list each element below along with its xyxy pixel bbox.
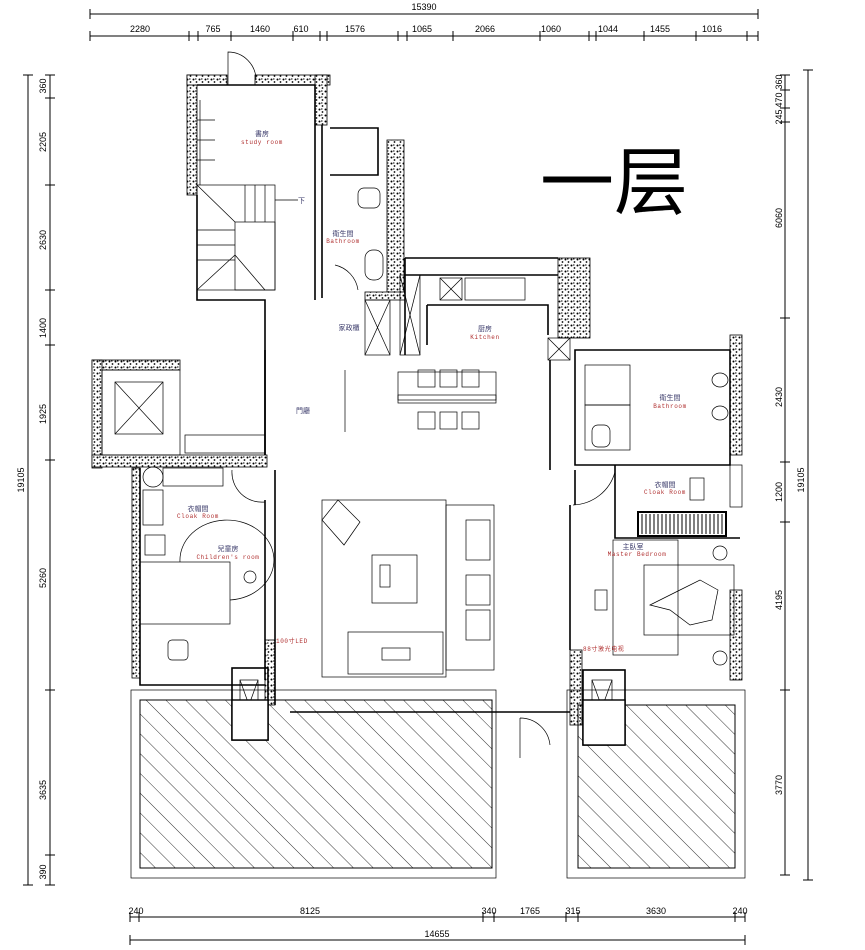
- bottom-dimensions: 240 8125 340 1765 315 3630 240 14655: [128, 906, 748, 945]
- label-study-zh: 書房: [255, 129, 269, 138]
- label-cloak-left-en: Cloak Room: [177, 513, 219, 520]
- dim-right-total: 19105: [796, 467, 806, 492]
- dim-label: 1576: [345, 24, 365, 34]
- label-kitchen-en: Kitchen: [470, 334, 499, 341]
- label-cloak-left-zh: 衣帽間: [188, 504, 209, 513]
- dim-label: 3635: [38, 780, 48, 800]
- staircase: [196, 100, 298, 291]
- dim-label: 2280: [130, 24, 150, 34]
- label-bathroom2-en: Bathroom: [653, 403, 687, 410]
- label-bathroom1-en: Bathroom: [326, 238, 360, 245]
- terraces: [130, 689, 746, 879]
- dim-label: 610: [293, 24, 308, 34]
- dim-label: 340: [481, 906, 496, 916]
- label-master-en: Master Bedroom: [608, 551, 667, 558]
- elevator: [101, 369, 266, 456]
- dining-chair: [461, 369, 480, 388]
- dim-label: 765: [205, 24, 220, 34]
- dim-label: 1765: [520, 906, 540, 916]
- dim-label: 240: [128, 906, 143, 916]
- dim-label: 1925: [38, 404, 48, 424]
- label-study-en: study room: [241, 139, 283, 146]
- dim-label: 1065: [412, 24, 432, 34]
- dim-label: 6060: [774, 208, 784, 228]
- label-children-zh: 兒童房: [218, 544, 239, 553]
- dim-label: 1044: [598, 24, 618, 34]
- dim-label: 470: [774, 92, 784, 107]
- dim-label: 1400: [38, 318, 48, 338]
- label-cloak-right-en: Cloak Room: [644, 489, 686, 496]
- structural-walls: [91, 74, 743, 726]
- label-bathroom2-zh: 衛生間: [660, 393, 681, 402]
- stair-down-label: 下: [298, 197, 305, 205]
- dim-label: 8125: [300, 906, 320, 916]
- dim-label: 1200: [774, 482, 784, 502]
- dim-label: 390: [38, 864, 48, 879]
- label-tv-laser: 88寸激光电视: [583, 645, 624, 653]
- dim-label: 3630: [646, 906, 666, 916]
- dining-chair: [439, 411, 458, 430]
- label-bathroom1-zh: 衛生間: [333, 229, 354, 238]
- top-dimensions: 15390 2280 765 1460 610 1576 1065 2066 1…: [89, 2, 759, 41]
- dim-label: 1060: [541, 24, 561, 34]
- dim-label: 4195: [774, 590, 784, 610]
- dim-label: 2205: [38, 132, 48, 152]
- dim-top-total: 15390: [411, 2, 436, 12]
- dim-label: 2430: [774, 387, 784, 407]
- dim-label: 2066: [475, 24, 495, 34]
- dim-left-total: 19105: [16, 467, 26, 492]
- dim-label: 3770: [774, 775, 784, 795]
- dim-label: 1016: [702, 24, 722, 34]
- dining-chair: [417, 411, 436, 430]
- label-cloak-right-zh: 衣帽間: [655, 480, 676, 489]
- dim-bottom-total: 14655: [424, 929, 449, 939]
- dim-label: 5260: [38, 568, 48, 588]
- dim-label: 1455: [650, 24, 670, 34]
- label-children-en: Children's room: [196, 554, 259, 561]
- dim-label: 1460: [250, 24, 270, 34]
- dining-chair: [461, 411, 480, 430]
- dining-chair: [439, 369, 458, 388]
- label-kitchen-zh: 厨房: [478, 324, 492, 333]
- dim-label: 360: [38, 78, 48, 93]
- room-outlines: [101, 51, 743, 758]
- label-housekeeping-zh: 家政櫃: [339, 323, 360, 332]
- label-tv-led: 100寸LED: [276, 637, 308, 645]
- dim-label: 315: [565, 906, 580, 916]
- dim-label: 245: [774, 109, 784, 124]
- furniture: [321, 369, 497, 678]
- dim-label: 240: [732, 906, 747, 916]
- label-foyer-zh: 門廳: [296, 406, 310, 415]
- left-dimensions: 19105 360 2205 2630 1400 1925 5260 3635 …: [16, 74, 55, 886]
- dim-label: 2630: [38, 230, 48, 250]
- room-labels: 書房 study room 下 衛生間 Bathroom 家政櫃 厨房 Kitc…: [177, 129, 687, 653]
- dim-label: 360: [774, 74, 784, 89]
- right-dimensions: 19105 360 470 245 6060 2430 1200 4195 37…: [774, 69, 813, 881]
- dining-chair: [417, 369, 436, 388]
- label-master-zh: 主臥室: [623, 542, 644, 551]
- floor-title: 一层: [540, 140, 688, 226]
